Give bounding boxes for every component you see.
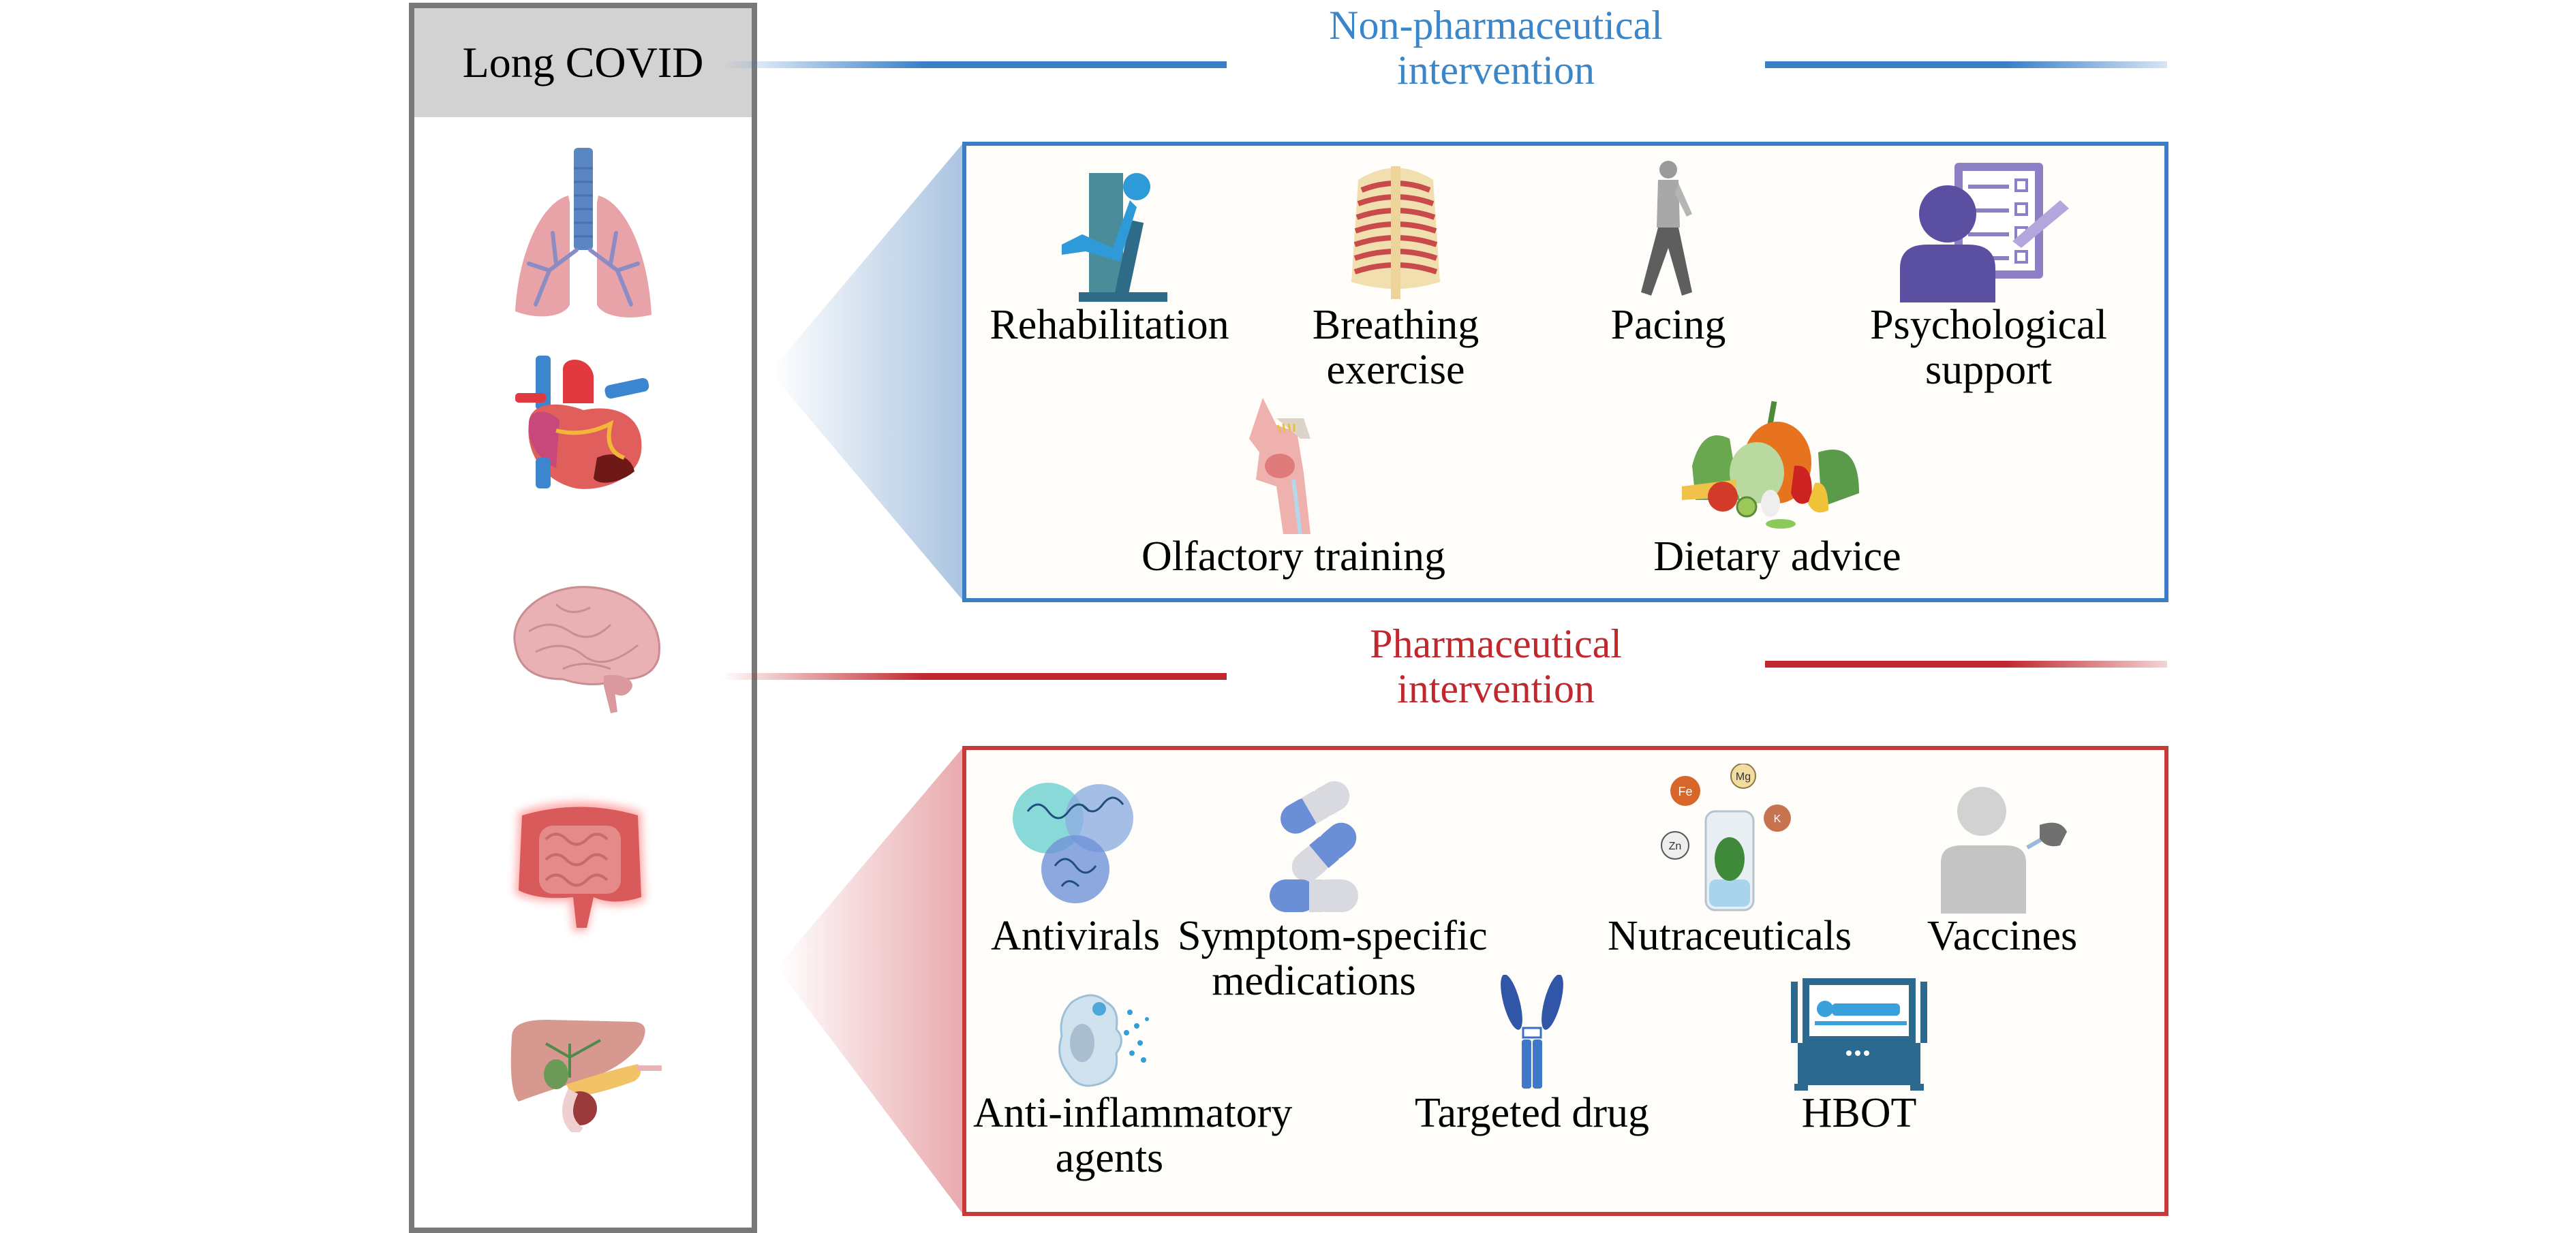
svg-text:Zn: Zn <box>1669 841 1682 852</box>
item-label-line2: medications <box>1212 958 1416 1004</box>
mineral-zn: Zn <box>1661 831 1689 860</box>
vaccination-icon <box>1941 787 2067 914</box>
item-label: Pacing <box>1610 302 1726 348</box>
item-label: Rehabilitation <box>990 302 1229 348</box>
item-label-line2: exercise <box>1326 347 1465 393</box>
liver-icon <box>414 1016 752 1132</box>
p-connector-left <box>722 673 1227 680</box>
walking-person-icon <box>1641 161 1692 296</box>
mineral-fe: Fe <box>1670 776 1700 806</box>
item-psychological-support: Psychological support <box>1852 159 2125 392</box>
item-label: Antivirals <box>991 913 1160 959</box>
mineral-k: K <box>1764 805 1791 832</box>
item-label: Olfactory training <box>1141 533 1445 580</box>
item-antivirals: Antivirals <box>973 777 1178 958</box>
svg-text:K: K <box>1774 813 1781 825</box>
item-label: Symptom-specific <box>1178 913 1488 959</box>
svg-text:Fe: Fe <box>1678 785 1692 798</box>
item-vaccines: Vaccines <box>1900 777 2104 958</box>
rehabilitation-machine-icon <box>1062 173 1167 302</box>
intestines-icon <box>414 785 752 941</box>
heart-icon <box>414 356 752 492</box>
item-label: Breathing <box>1312 302 1479 348</box>
hyperbaric-chamber-icon <box>1791 978 1927 1091</box>
np-connector-right <box>1765 61 2167 68</box>
item-label: Dietary advice <box>1653 533 1901 580</box>
item-anti-inflammatory-agents: Anti-inflammatory agents <box>973 988 1293 1181</box>
supplement-jar-icon: Fe Mg Zn K <box>1661 764 1791 911</box>
ribcage-icon <box>1351 166 1440 299</box>
item-hbot: HBOT <box>1757 975 1961 1136</box>
non-pharmaceutical-panel: Rehabilitation Breathing exercise Pacing <box>962 142 2168 602</box>
np-connector-left <box>722 61 1227 68</box>
item-nutraceuticals: Fe Mg Zn K Nutraceuticals <box>1593 764 1866 958</box>
item-label: Anti-inflammatory <box>973 1090 1293 1136</box>
item-label: Vaccines <box>1927 913 2078 959</box>
nasal-cavity-icon <box>1249 398 1310 534</box>
item-breathing-exercise: Breathing exercise <box>1266 159 1525 392</box>
capsules-icon <box>1270 781 1358 912</box>
long-covid-title: Long COVID <box>414 8 752 117</box>
item-dietary-advice: Dietary advice <box>1621 398 1934 579</box>
np-funnel <box>770 142 964 602</box>
mineral-mg: Mg <box>1730 764 1756 789</box>
lungs-icon <box>414 148 752 325</box>
item-label: HBOT <box>1801 1090 1917 1136</box>
item-olfactory-training: Olfactory training <box>1116 398 1471 579</box>
questionnaire-person-icon <box>1900 163 2069 302</box>
macrophage-icon <box>1058 994 1149 1087</box>
pharmaceutical-title: Pharmaceutical intervention <box>1370 621 1622 711</box>
vegetables-icon <box>1682 401 1859 529</box>
item-label-line2: agents <box>1055 1135 1164 1181</box>
item-label-line2: support <box>1925 347 2052 393</box>
item-pacing: Pacing <box>1566 159 1770 347</box>
item-rehabilitation: Rehabilitation <box>980 159 1239 347</box>
item-symptom-specific-medications: Symptom-specific medications <box>1178 777 1488 1004</box>
protein-structure-icon <box>1013 783 1133 903</box>
item-label: Psychological <box>1870 302 2107 348</box>
svg-text:Mg: Mg <box>1736 771 1751 783</box>
p-connector-right <box>1765 661 2167 668</box>
p-funnel <box>777 746 964 1216</box>
item-label: Targeted drug <box>1415 1090 1649 1136</box>
brain-icon <box>414 584 752 713</box>
item-label: Nutraceuticals <box>1607 913 1852 959</box>
item-targeted-drug: Targeted drug <box>1396 975 1668 1136</box>
long-covid-column: Long COVID <box>409 3 757 1233</box>
non-pharmaceutical-title: Non-pharmaceutical intervention <box>1329 3 1663 93</box>
antibody-icon <box>1501 975 1563 1089</box>
pharmaceutical-panel: Antivirals Symptom-specific medications … <box>962 746 2168 1216</box>
